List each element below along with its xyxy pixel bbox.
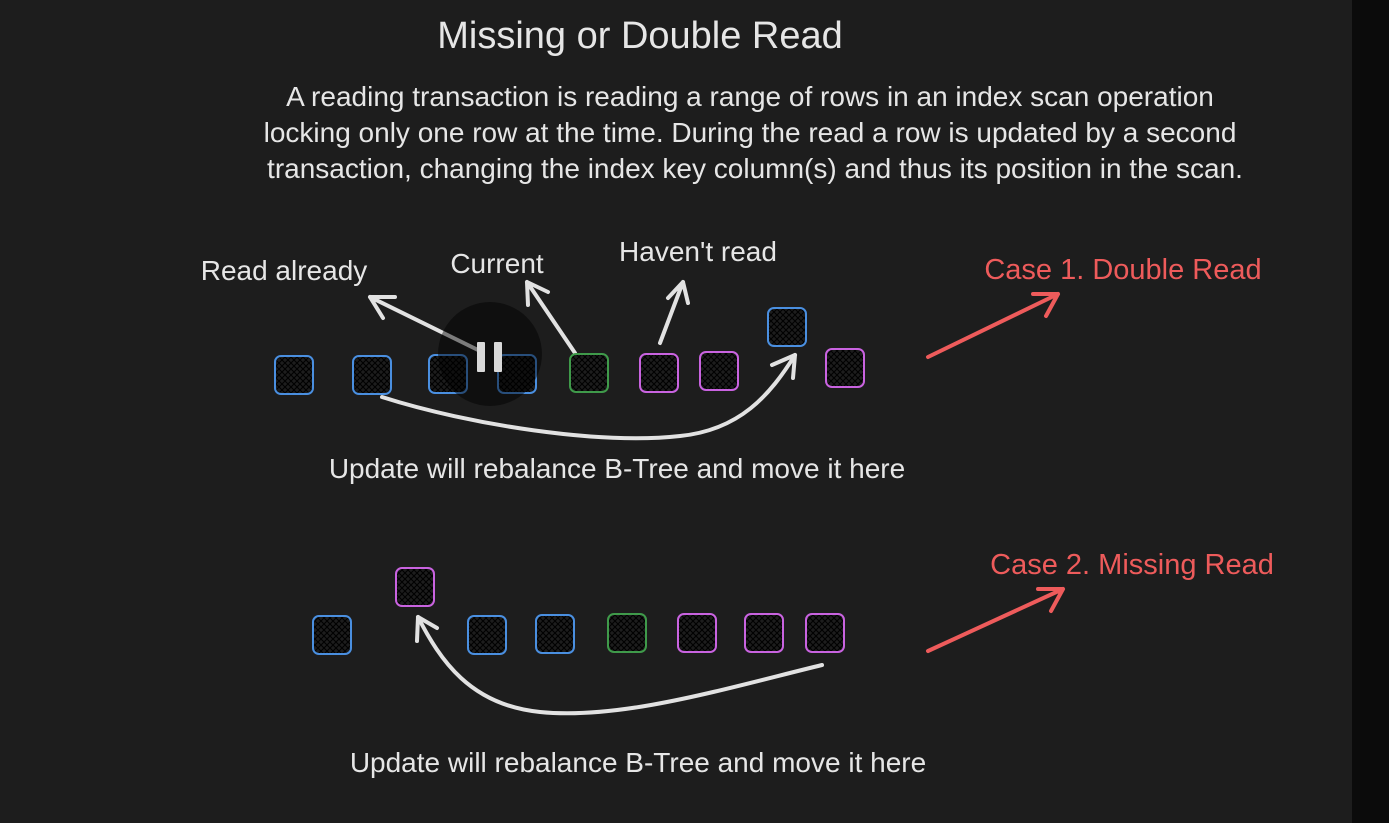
arrow-to-havent-read <box>658 280 690 345</box>
case-2-row-8-unread <box>805 613 845 653</box>
case-2-row-3-read <box>467 615 507 655</box>
case-2-arrow <box>926 587 1065 653</box>
move-arrow-case-2 <box>416 615 824 716</box>
case-2-row-5-current <box>607 613 647 653</box>
label-havent-read: Haven't read <box>619 236 777 267</box>
case-1-row-7-unread <box>699 351 739 391</box>
index-rows-case-2 <box>312 567 845 655</box>
case-2-row-4-read <box>535 614 575 654</box>
case-2-row-1-read <box>312 615 352 655</box>
label-current: Current <box>450 248 544 279</box>
case-1-row-6-unread <box>639 353 679 393</box>
case-1-caption: Update will rebalance B-Tree and move it… <box>329 453 905 484</box>
description-line-3: transaction, changing the index key colu… <box>267 153 1243 184</box>
move-arrow-case-1-head <box>770 353 797 380</box>
player-edge <box>1352 0 1389 823</box>
pause-icon-bar-2 <box>494 342 502 372</box>
move-arrow-case-1 <box>380 353 797 441</box>
case-2-title: Case 2. Missing Read <box>990 549 1274 581</box>
description-line-1: A reading transaction is reading a range… <box>286 81 1214 112</box>
slide <box>0 0 1352 823</box>
description-line-2: locking only one row at the time. During… <box>264 117 1237 148</box>
case-2-row-7-unread <box>744 613 784 653</box>
case-1-row-5-current <box>569 353 609 393</box>
move-arrow-case-2-head <box>415 615 439 643</box>
case-1-row-9-unread <box>825 348 865 388</box>
case-2-row-6-unread <box>677 613 717 653</box>
case-1-row-2-read <box>352 355 392 395</box>
arrow-to-current <box>525 280 577 355</box>
label-read-already: Read already <box>201 255 368 286</box>
case-2-row-2-unread <box>395 567 435 607</box>
pause-icon <box>477 342 485 372</box>
case-1-row-1-read <box>274 355 314 395</box>
case-1-row-8-read <box>767 307 807 347</box>
case-2-caption: Update will rebalance B-Tree and move it… <box>350 747 926 778</box>
pause-button[interactable] <box>438 302 542 406</box>
arrow-to-read-already <box>368 295 480 352</box>
index-rows-case-1 <box>274 307 865 395</box>
case-1-row-4-read <box>497 354 537 394</box>
slide-title: Missing or Double Read <box>437 15 843 57</box>
case-1-row-3-read <box>428 354 468 394</box>
case-1-arrow <box>926 292 1060 359</box>
case-1-title: Case 1. Double Read <box>984 254 1261 286</box>
